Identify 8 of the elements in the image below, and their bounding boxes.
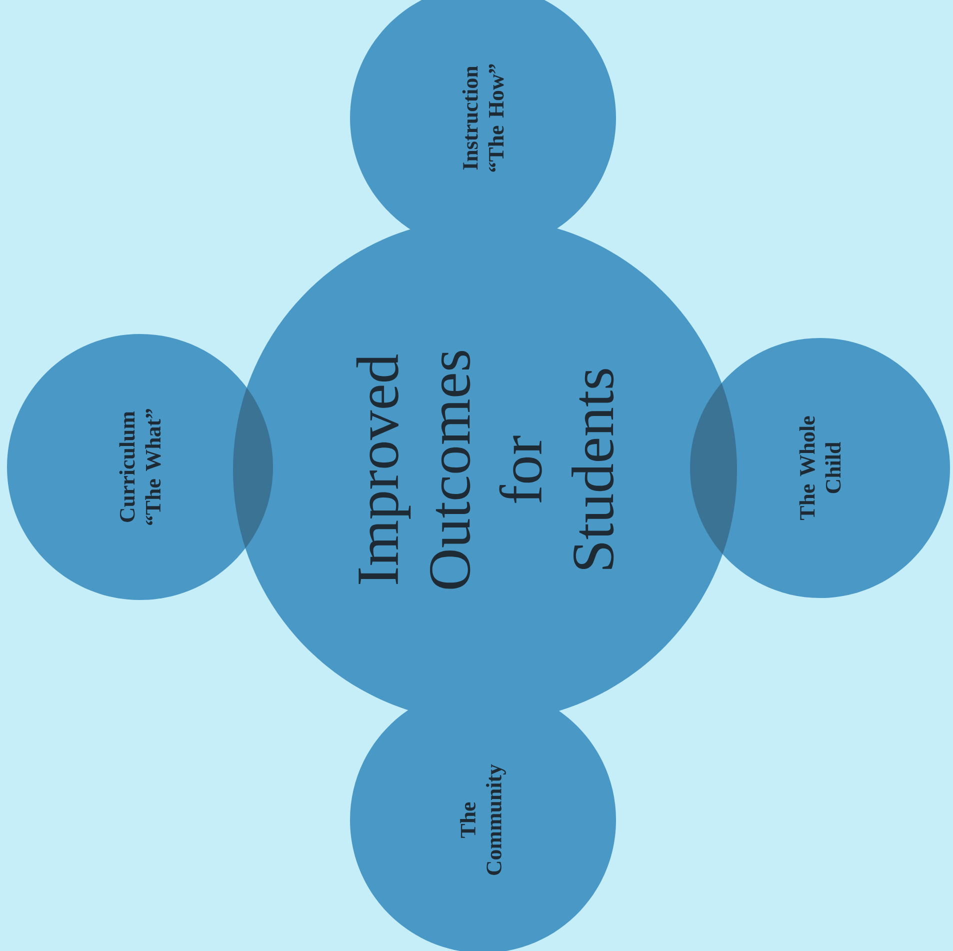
node-label: Instruction	[462, 66, 478, 170]
circle-node: Curriculum “The What”	[7, 334, 273, 600]
node-label: “The How”	[488, 64, 504, 172]
node-label: The Whole Child	[799, 416, 841, 520]
node-label: “The What”	[145, 408, 161, 526]
circle-node: The Whole Child	[690, 338, 950, 598]
node-label: The Community	[460, 764, 506, 875]
node-label: Curriculum	[119, 411, 135, 522]
